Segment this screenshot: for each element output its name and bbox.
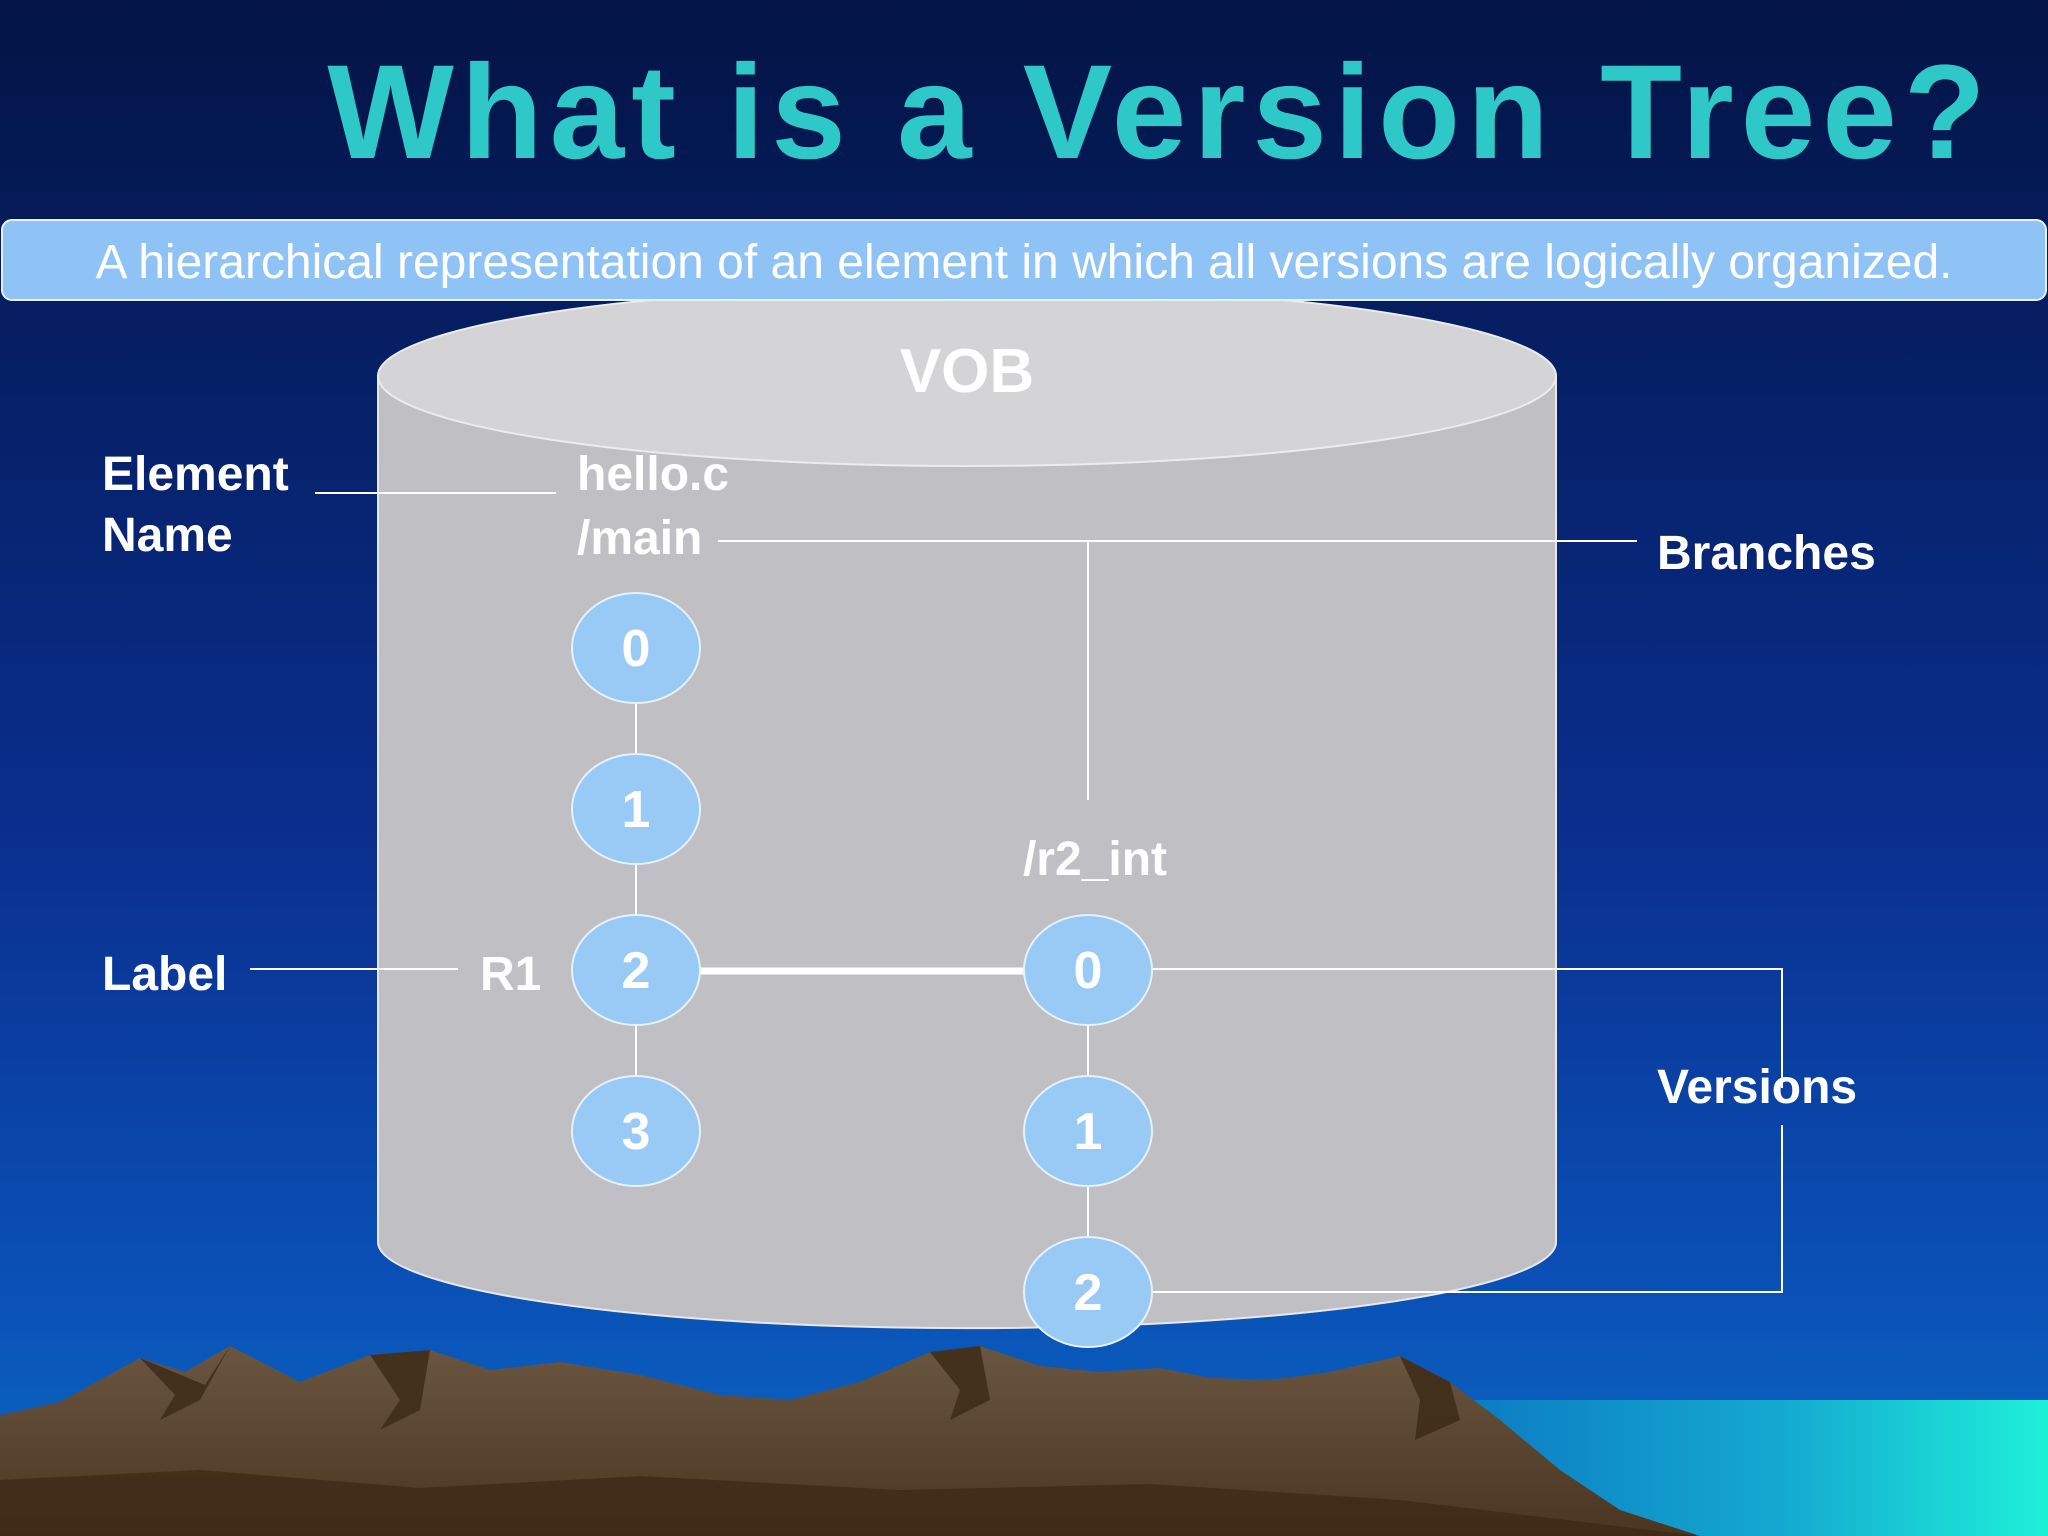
callout-versions: Versions	[1657, 1061, 1857, 1114]
vob-cylinder	[378, 286, 1556, 1328]
main-version-node: 0	[572, 593, 700, 703]
main-version-number: 0	[622, 620, 651, 678]
sub-version-node: 0	[1024, 915, 1152, 1025]
main-version-number: 1	[622, 781, 651, 839]
sub-branch-nodes: 0 1 2	[1024, 915, 1152, 1347]
main-version-node: 1	[572, 754, 700, 864]
sub-version-node: 2	[1024, 1237, 1152, 1347]
main-branch-name: /main	[577, 512, 702, 565]
callout-branches: Branches	[1657, 527, 1876, 580]
version-label-r1: R1	[480, 948, 541, 1001]
main-version-node: 3	[572, 1076, 700, 1186]
definition-text: A hierarchical representation of an elem…	[96, 236, 1953, 289]
main-version-node: 2	[572, 915, 700, 1025]
callout-element-name-line1: Element	[102, 448, 289, 501]
sub-version-number: 1	[1074, 1103, 1103, 1161]
sub-version-node: 1	[1024, 1076, 1152, 1186]
element-file-name: hello.c	[577, 448, 729, 501]
main-version-number: 2	[622, 942, 651, 1000]
sub-version-number: 2	[1074, 1264, 1103, 1322]
sub-branch-name: /r2_int	[1023, 833, 1167, 886]
callout-element-name-line2: Name	[102, 509, 233, 562]
slide-title: What is a Version Tree?	[327, 38, 1992, 187]
main-version-number: 3	[622, 1103, 651, 1161]
vob-label: VOB	[900, 337, 1034, 406]
callout-label: Label	[102, 948, 227, 1001]
sub-version-number: 0	[1074, 942, 1103, 1000]
